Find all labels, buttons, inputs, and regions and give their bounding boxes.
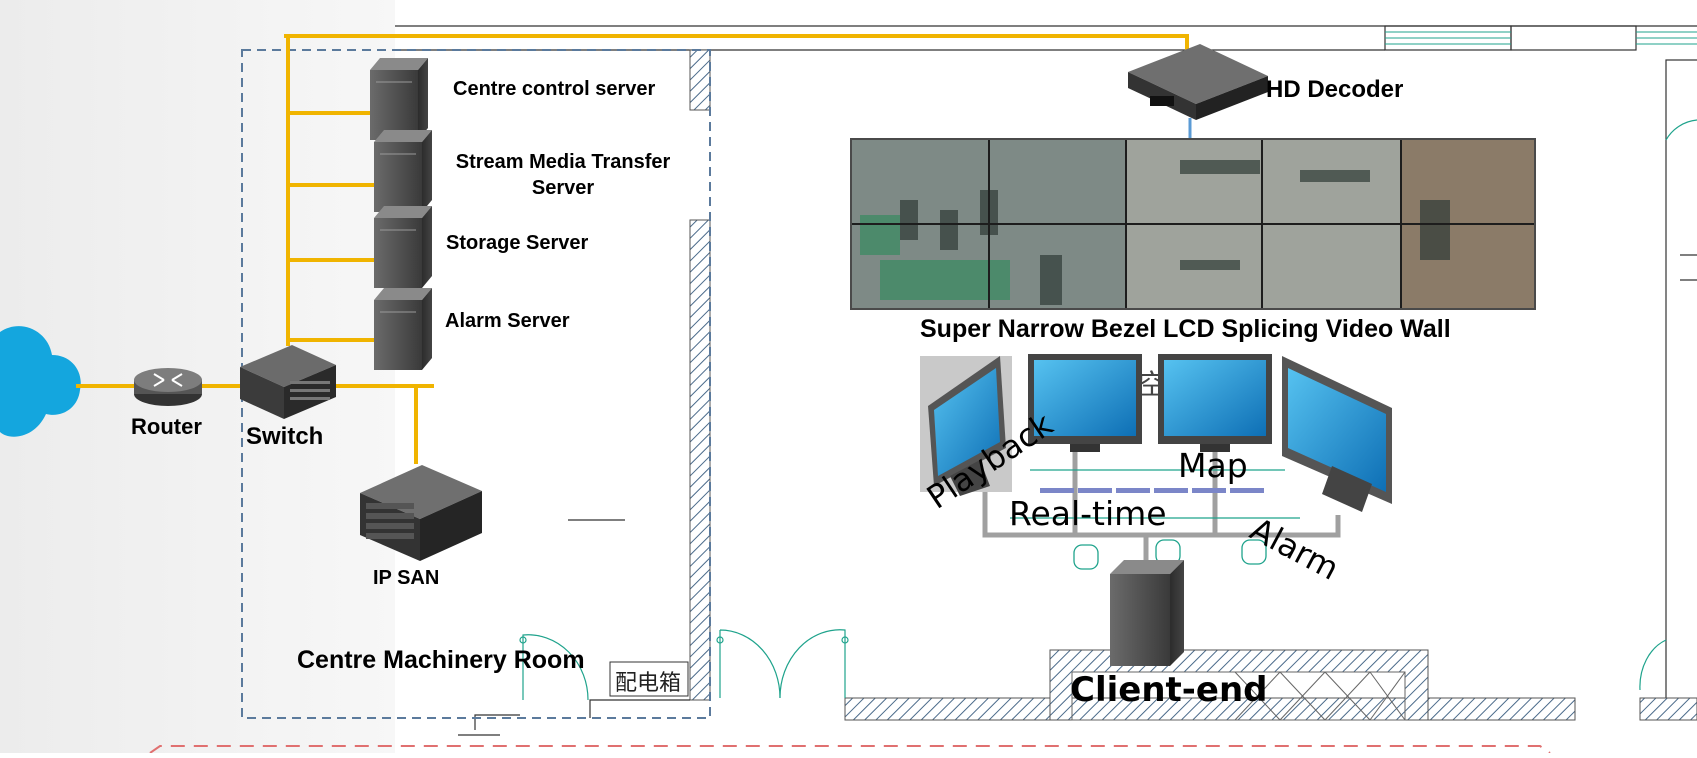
alert-dashed-line bbox=[149, 745, 1551, 754]
bottom-wall-right bbox=[1639, 697, 1697, 721]
server-tower-centre-control bbox=[370, 58, 428, 140]
ip-san-icon bbox=[360, 465, 482, 561]
label-centre-machinery-room: Centre Machinery Room bbox=[297, 646, 585, 674]
network-cables bbox=[76, 34, 1189, 464]
switch-icon bbox=[240, 345, 336, 419]
label-monitor-map: Map bbox=[1178, 446, 1248, 485]
label-stream-media-transfer-server: Stream Media Transfer Server bbox=[455, 151, 671, 199]
label-distribution-box: 配电箱 bbox=[615, 671, 682, 696]
server-tower-storage bbox=[374, 206, 432, 288]
console-desk bbox=[1010, 469, 1300, 519]
label-video-wall: Super Narrow Bezel LCD Splicing Video Wa… bbox=[920, 315, 1451, 343]
label-alarm-server: Alarm Server bbox=[445, 310, 570, 332]
label-centre-control-server: Centre control server bbox=[453, 78, 656, 100]
floorplan-doors bbox=[519, 629, 849, 701]
monitor-right bbox=[1282, 356, 1392, 512]
floorplan-windows bbox=[1385, 31, 1697, 45]
distribution-box bbox=[609, 661, 689, 697]
keyboards bbox=[1040, 488, 1264, 493]
router-icon bbox=[134, 368, 202, 406]
client-end-pc-icon bbox=[1110, 560, 1184, 666]
label-switch: Switch bbox=[246, 423, 324, 450]
machinery-room-wall-top bbox=[689, 49, 711, 111]
label-router: Router bbox=[131, 414, 202, 439]
label-storage-server: Storage Server bbox=[446, 232, 589, 254]
monitor-center-right bbox=[1158, 354, 1272, 452]
monitor-center-left bbox=[1028, 354, 1142, 452]
server-tower-stream-media bbox=[374, 130, 432, 212]
cloud-icon bbox=[0, 326, 81, 437]
monitor-left bbox=[920, 356, 1012, 496]
machinery-room-wall bbox=[689, 219, 711, 701]
label-client-end: Client-end bbox=[1070, 670, 1268, 710]
label-monitor-real-time: Real-time bbox=[1009, 494, 1167, 533]
server-tower-alarm bbox=[374, 288, 432, 370]
machinery-room-inner-walls bbox=[458, 519, 690, 736]
client-desk-crosses bbox=[1071, 671, 1406, 721]
label-ip-san: IP SAN bbox=[373, 567, 440, 589]
video-wall-icon bbox=[850, 138, 1536, 310]
hd-decoder-icon bbox=[1128, 44, 1268, 120]
floorplan-right-wall bbox=[1639, 59, 1697, 701]
label-hd-decoder: HD Decoder bbox=[1266, 76, 1404, 103]
